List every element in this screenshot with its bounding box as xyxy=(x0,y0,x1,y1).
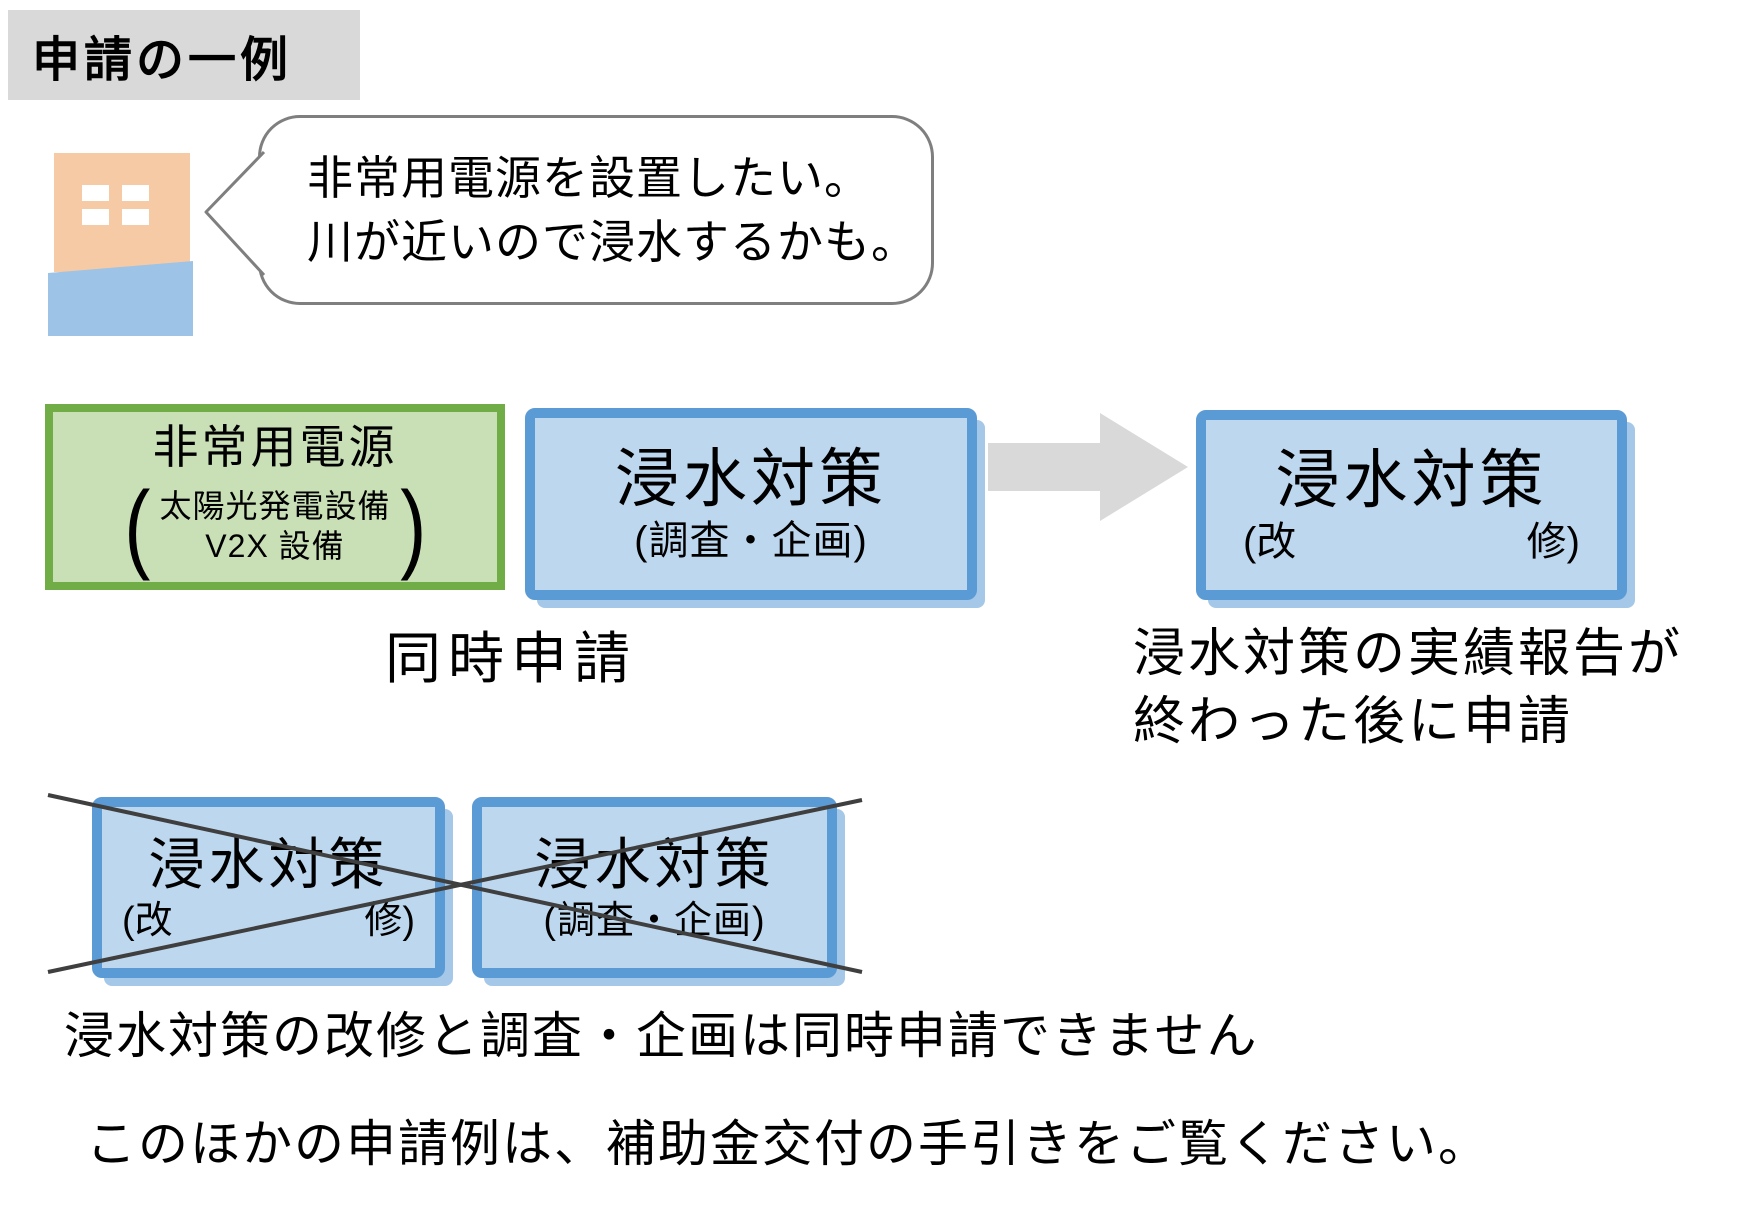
open-paren: ( xyxy=(124,471,151,581)
flood-water-icon xyxy=(48,261,193,336)
page-title-text: 申請の一例 xyxy=(32,34,293,87)
crossed-renovation-subtitle: (改 修) xyxy=(122,898,415,944)
speech-bubble-tail-icon xyxy=(204,150,266,277)
speech-bubble-line1: 非常用電源を設置したい。 xyxy=(307,152,871,204)
emergency-power-title: 非常用電源 xyxy=(152,421,398,473)
speech-bubble-line2: 川が近いので浸水するかも。 xyxy=(307,216,918,268)
guide-reference-note: このほかの申請例は、補助金交付の手引きをご覧ください。 xyxy=(86,1116,1490,1172)
simultaneous-application-label: 同時申請 xyxy=(385,627,637,690)
renovation-sub-right: 修) xyxy=(1526,520,1580,564)
emergency-power-detail: ( 太陽光発電設備 V2X 設備 ) xyxy=(121,477,429,575)
arrow-right-icon xyxy=(988,413,1188,521)
building-windows-icon xyxy=(82,185,176,225)
crossed-survey-subtitle: (調査・企画) xyxy=(543,899,766,942)
window-icon xyxy=(82,209,109,225)
flood-renovation-subtitle: (改 修) xyxy=(1243,517,1580,567)
flood-renovation-box: 浸水対策 (改 修) xyxy=(1196,410,1627,600)
page-title: 申請の一例 xyxy=(8,10,360,100)
cross-out-x-icon xyxy=(47,793,863,974)
window-icon xyxy=(122,185,149,201)
flood-survey-box: 浸水対策 (調査・企画) xyxy=(525,408,977,600)
window-icon xyxy=(122,209,149,225)
after-report-note-line2: 終わった後に申請 xyxy=(1133,693,1574,751)
v2x-equipment-label: V2X 設備 xyxy=(205,528,345,564)
after-report-note: 浸水対策の実績報告が 終わった後に申請 xyxy=(1133,620,1683,756)
emergency-power-box: 非常用電源 ( 太陽光発電設備 V2X 設備 ) xyxy=(45,404,505,590)
crossed-renovation-sub-left: (改 xyxy=(121,899,173,942)
flood-renovation-title: 浸水対策 xyxy=(1275,444,1548,516)
crossed-renovation-sub-right: 修) xyxy=(364,899,416,942)
renovation-sub-left: (改 xyxy=(1242,520,1297,564)
solar-equipment-label: 太陽光発電設備 xyxy=(159,488,391,524)
close-paren: ) xyxy=(399,471,426,581)
speech-bubble: 非常用電源を設置したい。 川が近いので浸水するかも。 xyxy=(258,115,934,305)
building-icon xyxy=(54,153,190,272)
window-icon xyxy=(82,185,109,201)
flooded-building-icon xyxy=(48,148,193,336)
cannot-apply-note: 浸水対策の改修と調査・企画は同時申請できません xyxy=(64,1008,1259,1064)
flood-survey-title: 浸水対策 xyxy=(615,443,887,515)
after-report-note-line1: 浸水対策の実績報告が xyxy=(1133,625,1684,683)
flood-survey-subtitle: (調査・企画) xyxy=(634,519,868,563)
